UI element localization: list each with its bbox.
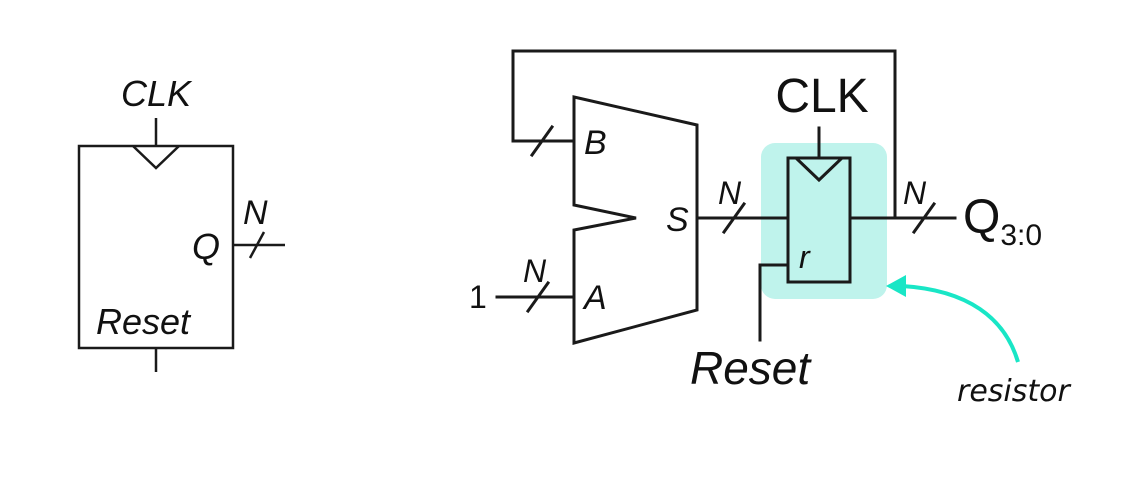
reset-wire bbox=[758, 263, 790, 342]
reset-label: Reset bbox=[96, 301, 192, 342]
annotation-arrow-head-icon bbox=[886, 275, 906, 297]
reset-label: Reset bbox=[690, 342, 812, 394]
output-q-subscript: 3:0 bbox=[1000, 219, 1042, 252]
mux-s-label: S bbox=[666, 201, 689, 239]
mux-b-label: B bbox=[584, 124, 607, 162]
output-q-letter: Q bbox=[963, 191, 1000, 244]
annotation-label: resistor bbox=[957, 374, 1072, 409]
feedback-wire bbox=[511, 49, 897, 220]
annotation: resistor bbox=[886, 275, 1072, 409]
bus-slash-icon bbox=[248, 231, 266, 259]
register-highlight bbox=[761, 143, 887, 299]
output-q-label: Q3:0 bbox=[963, 191, 1042, 252]
register-clk-label: CLK bbox=[775, 70, 868, 123]
bus-width-label: N bbox=[243, 194, 268, 232]
constant-one-label: 1 bbox=[469, 279, 487, 315]
adder-mux-shape bbox=[572, 95, 699, 345]
output-bus-width-label: N bbox=[903, 175, 927, 211]
a-bus-slash-icon bbox=[525, 280, 551, 314]
register-reset-pin-label: r bbox=[799, 239, 811, 275]
counter-circuit: B A S 1 N N N CLK r Reset Q3:0 bbox=[469, 49, 1042, 394]
q-label: Q bbox=[192, 226, 220, 267]
annotation-arrow bbox=[901, 284, 1020, 363]
output-bus-slash-icon bbox=[911, 201, 937, 235]
mux-a-label: A bbox=[582, 279, 607, 317]
b-bus-slash-icon bbox=[529, 124, 555, 158]
register-symbol: CLK Q N Reset bbox=[77, 73, 285, 372]
clk-label: CLK bbox=[121, 73, 193, 114]
sum-bus-slash-icon bbox=[721, 201, 747, 235]
sum-bus-width-label: N bbox=[718, 175, 742, 211]
input-bus-width-label: N bbox=[523, 253, 547, 289]
clock-triangle-icon bbox=[132, 145, 180, 170]
